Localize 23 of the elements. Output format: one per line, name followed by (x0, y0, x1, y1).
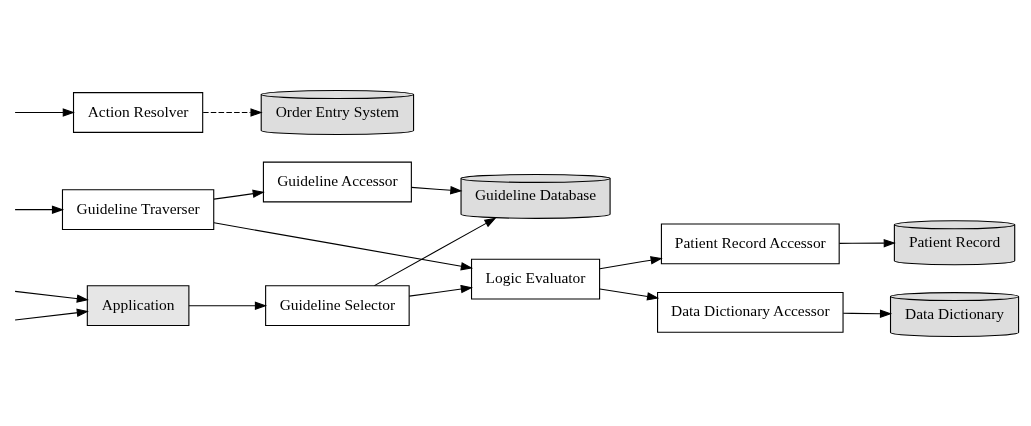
node-box: Guideline Selector (264, 284, 410, 326)
arrow (408, 284, 473, 297)
node-box: Application (86, 284, 189, 326)
arrow (598, 255, 663, 269)
arrow (14, 107, 75, 117)
node-box: Guideline Traverser (61, 188, 214, 230)
node-box: Logic Evaluator (470, 258, 600, 300)
arrow (212, 189, 265, 200)
node-box: Action Resolver (72, 91, 203, 133)
arrow (212, 221, 473, 270)
node-box: Data Dictionary Accessor (656, 291, 844, 333)
arrow (14, 204, 64, 214)
arrow (187, 300, 267, 310)
arrow (410, 185, 462, 194)
arrow (14, 308, 89, 321)
node-box: Guideline Accessor (262, 161, 412, 202)
node-box: Patient Record Accessor (660, 222, 840, 264)
arrow (373, 217, 496, 286)
arrow (598, 288, 659, 301)
arrow (842, 308, 892, 318)
arrow (202, 107, 263, 117)
arrow (838, 238, 896, 247)
arrow (14, 290, 89, 303)
